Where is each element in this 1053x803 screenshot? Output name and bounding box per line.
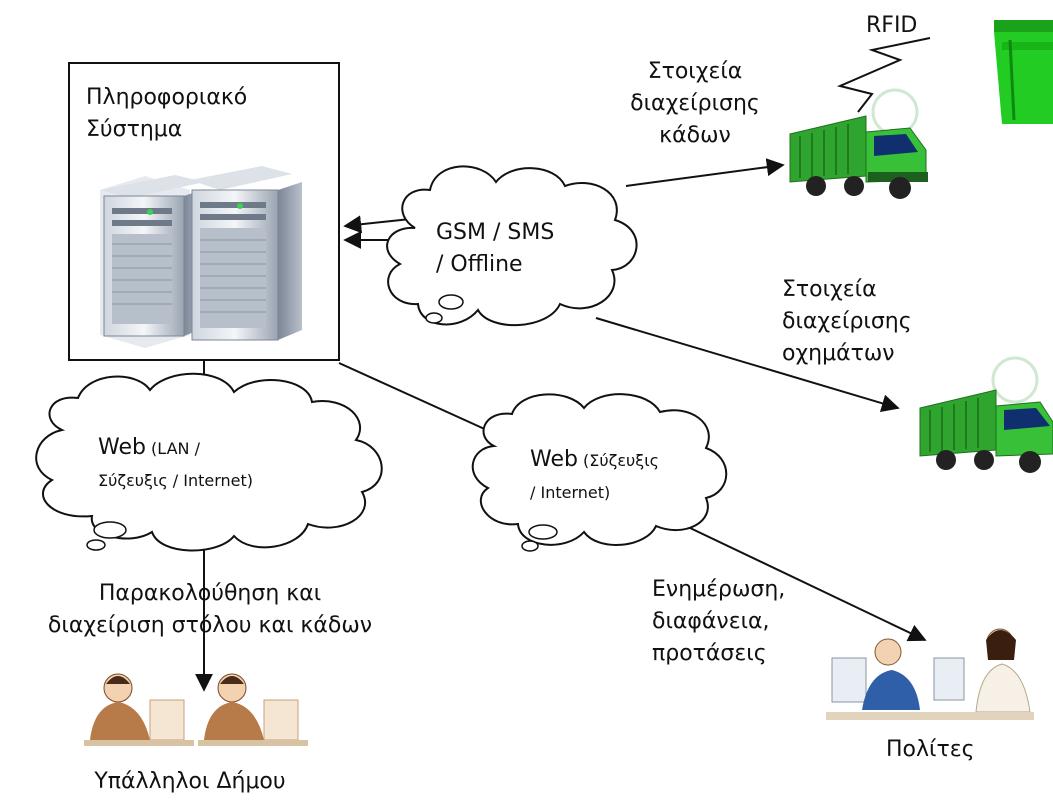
garbage-truck-icon [919, 356, 1053, 473]
bins-data-line3: κάδων [659, 123, 731, 148]
monitoring-line1: Παρακολούθηση και [98, 581, 322, 606]
info-system-label: Πληροφοριακό Σύστημα [86, 82, 247, 146]
vehicles-data-label: Στοιχεία διαχείρισης οχημάτων [782, 274, 912, 370]
web-right-line2: / Internet) [530, 483, 611, 502]
web-right-main: Web [530, 447, 578, 472]
garbage-truck-icon [789, 88, 928, 199]
vehicles-data-line3: οχημάτων [782, 341, 895, 366]
waste-bin-icon [994, 20, 1053, 124]
monitoring-line2: διαχείριση στόλου και κάδων [47, 613, 373, 638]
citizens-label: Πολίτες [886, 737, 975, 762]
info-system-label-line2: Σύστημα [86, 117, 183, 142]
gsm-cloud-label: GSM / SMS / Offline [436, 217, 554, 281]
office-worker-icon [198, 673, 308, 746]
web-left-main: Web [98, 435, 146, 460]
monitoring-label: Παρακολούθηση και διαχείριση στόλου και … [0, 578, 420, 642]
citizen-computer-icon [826, 628, 1034, 720]
web-right-line1: (Σύζευξις [577, 451, 659, 470]
vehicles-data-line1: Στοιχεία [782, 277, 877, 302]
office-worker-icon [84, 673, 194, 746]
bins-data-line1: Στοιχεία [647, 59, 743, 84]
server-rack-icon [100, 166, 302, 348]
web-right-cloud [471, 393, 728, 552]
bins-data-line2: διαχείρισης [630, 91, 760, 116]
lightning-icon [836, 37, 931, 113]
web-right-label: Web (Σύζευξις / Internet) [530, 444, 659, 509]
gsm-cloud-line2: / Offline [436, 252, 523, 277]
citizens-info-line2: διαφάνεια, [652, 609, 770, 634]
info-system-label-line1: Πληροφοριακό [86, 85, 248, 110]
web-left-label: Web (LAN / Σύζευξις / Internet) [98, 432, 253, 497]
vehicles-data-line2: διαχείρισης [782, 309, 912, 334]
employees-label: Υπάλληλοι Δήμου [94, 769, 286, 794]
citizens-info-label: Ενημέρωση, διαφάνεια, προτάσεις [652, 574, 785, 670]
web-left-line2: Σύζευξις / Internet) [98, 471, 254, 490]
citizens-info-line1: Ενημέρωση, [652, 577, 786, 602]
rfid-label: RFID [866, 13, 918, 38]
gsm-cloud [386, 165, 638, 327]
web-left-line1: (LAN / [145, 439, 200, 458]
gsm-cloud-line1: GSM / SMS [436, 220, 555, 245]
bins-data-label: Στοιχεία διαχείρισης κάδων [610, 56, 780, 152]
web-left-cloud [35, 372, 383, 552]
citizens-info-line3: προτάσεις [652, 641, 767, 666]
